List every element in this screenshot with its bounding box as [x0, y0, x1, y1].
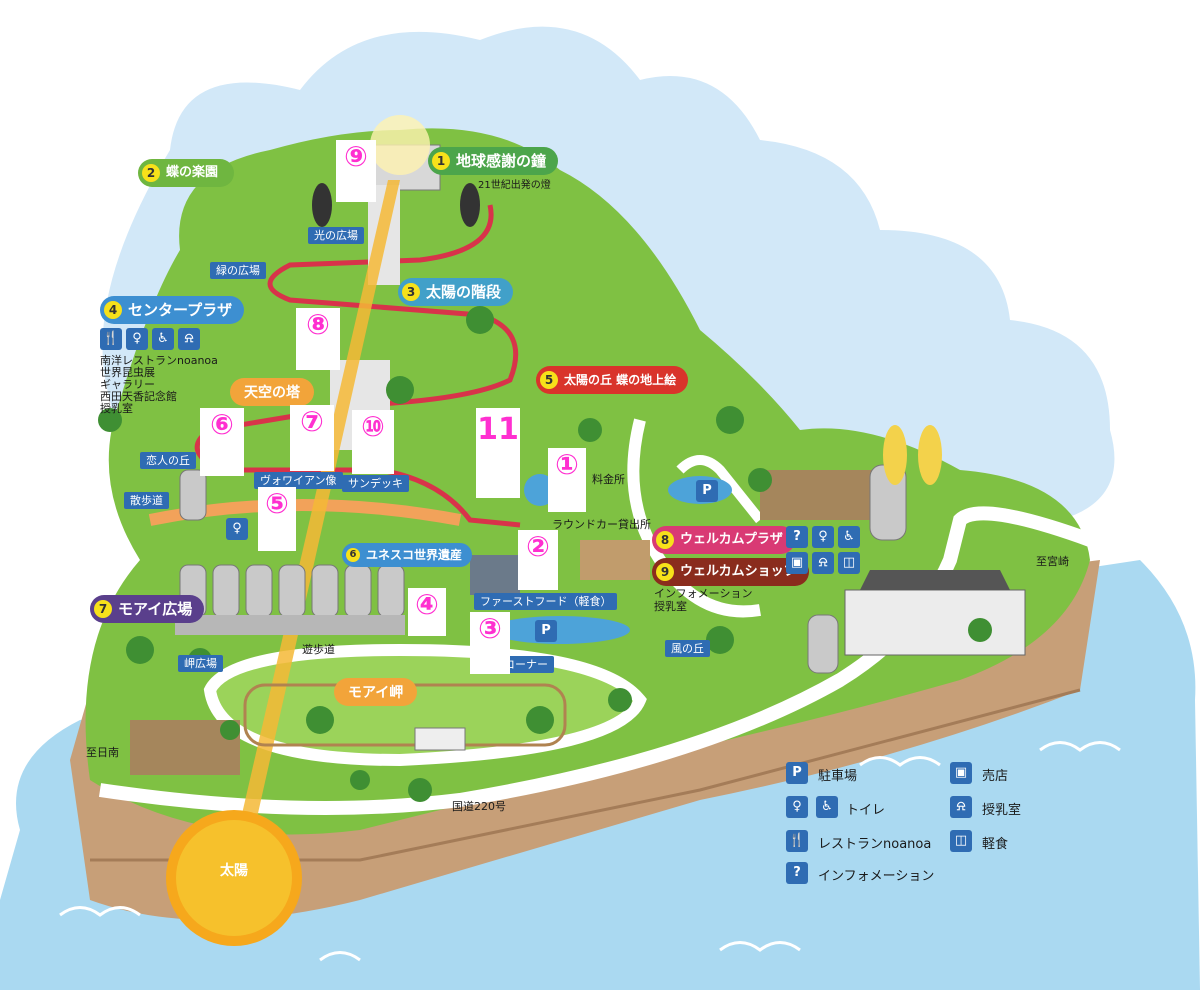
restaurant-icon: 🍴	[100, 328, 122, 350]
legend-toilet-label: トイレ	[846, 803, 886, 818]
route-220-label: 国道220号	[452, 800, 506, 813]
legend-snack-label: 軽食	[982, 837, 1009, 852]
sun-label: 太陽	[220, 863, 248, 879]
area-number: 9	[656, 563, 674, 581]
center-plaza-item: ギャラリー	[100, 378, 155, 391]
welcome-building	[844, 589, 1026, 656]
marker-box-2: ②	[518, 530, 558, 590]
area-name: ウェルカムショップ	[680, 564, 797, 579]
area-number: 2	[142, 164, 160, 182]
sun-ray	[236, 180, 400, 840]
roundcar-rental-label: ラウンドカー貸出所	[552, 518, 651, 531]
area-name: ウェルカムプラザ	[680, 532, 783, 547]
legend-nursing-label: 授乳室	[982, 803, 1022, 818]
marker-box-8: ⑧	[296, 308, 340, 370]
area-number: 8	[656, 531, 674, 549]
area-6-pill[interactable]: 6 ユネスコ世界遺産	[342, 543, 473, 567]
area-9-pill[interactable]: 9 ウェルカムショップ	[652, 558, 809, 586]
marker-box-10: ⑩	[352, 410, 394, 474]
nursing-icon: ⍾	[178, 328, 200, 350]
to-nichinan-label: 至日南	[86, 746, 119, 759]
sky-tower-label[interactable]: 天空の塔	[230, 378, 314, 406]
area-5-pill[interactable]: 5 太陽の丘 蝶の地上絵	[536, 366, 689, 394]
snack-icon: ◫	[838, 552, 860, 574]
marker-box-9: ⑨	[336, 140, 376, 202]
nursing-icon: ⍾	[950, 796, 972, 818]
area-number: 3	[402, 283, 420, 301]
light-plaza-tag[interactable]: 光の広場	[308, 227, 364, 244]
marker-box-11: 11	[476, 408, 520, 498]
toilet-icon: ♀	[126, 328, 148, 350]
marker-box-6: ⑥	[200, 408, 244, 476]
area-number: 1	[432, 152, 450, 170]
legend-information-label: インフォメーション	[818, 869, 935, 884]
area-number: 7	[94, 600, 112, 618]
parking-icon: P	[696, 480, 718, 502]
walkway-label: 遊歩道	[302, 643, 335, 656]
snack-icon: ◫	[950, 830, 972, 852]
legend-shop-label: 売店	[982, 769, 1009, 784]
marker-box-7: ⑦	[290, 405, 334, 471]
area-name: 蝶の楽園	[166, 165, 219, 180]
moai-cape-label[interactable]: モアイ岬	[334, 678, 418, 706]
ticket-booth-label: 料金所	[592, 473, 625, 486]
cape-plaza-tag[interactable]: 岬広場	[178, 655, 223, 672]
center-plaza-item: 南洋レストランnoanoa	[100, 354, 218, 367]
wooden-wall	[760, 470, 880, 520]
moai-row	[179, 564, 405, 618]
toilet-icon: ♀	[226, 518, 248, 540]
marker-box-3: ③	[470, 612, 510, 674]
sundeck-tag[interactable]: サンデッキ	[342, 475, 409, 492]
nursing-room-label: 授乳室	[654, 600, 687, 613]
main-road	[98, 506, 1093, 815]
area-4-pill[interactable]: 4 センタープラザ	[100, 296, 245, 324]
shop-icon: ▣	[950, 762, 972, 784]
wind-hill-tag[interactable]: 風の丘	[665, 640, 710, 657]
center-plaza-item: 西田天香記念館	[100, 390, 177, 403]
information-icon: ?	[786, 526, 808, 548]
voyager-statue-tag[interactable]: ヴォワイアン像	[254, 472, 343, 489]
legend-parking-label: 駐車場	[818, 769, 858, 784]
area-name: モアイ広場	[118, 600, 193, 618]
to-miyazaki-label: 至宮崎	[1036, 555, 1069, 568]
area-2-pill[interactable]: 2 蝶の楽園	[138, 159, 235, 187]
toilet-icon: ♀	[786, 796, 808, 818]
area-number: 6	[346, 548, 360, 562]
parking-icon: P	[786, 762, 808, 784]
area-7-pill[interactable]: 7 モアイ広場	[90, 595, 205, 623]
torch-label: 21世紀出発の燈	[478, 180, 551, 191]
parking-icon: P	[535, 620, 557, 642]
information-label: インフォメーション	[654, 587, 753, 600]
area-number: 4	[104, 301, 122, 319]
corner-tag[interactable]: コーナー	[498, 656, 554, 673]
marker-box-4: ④	[408, 588, 446, 636]
accessible-icon: ♿	[816, 796, 838, 818]
area-name: ユネスコ世界遺産	[366, 548, 463, 562]
area-name: センタープラザ	[128, 301, 233, 319]
accessible-icon: ♿	[152, 328, 174, 350]
shop-icon: ▣	[786, 552, 808, 574]
marker-box-5: ⑤	[258, 487, 296, 551]
toilet-icon: ♀	[812, 526, 834, 548]
restaurant-icon: 🍴	[786, 830, 808, 852]
area-1-pill[interactable]: 1 地球感謝の鐘	[428, 147, 559, 175]
fast-food-tag[interactable]: ファーストフード（軽食）	[474, 593, 618, 610]
accessible-icon: ♿	[838, 526, 860, 548]
green-plaza-tag[interactable]: 緑の広場	[210, 262, 266, 279]
information-icon: ?	[786, 862, 808, 884]
center-plaza-item: 世界昆虫展	[100, 366, 155, 379]
area-3-pill[interactable]: 3 太陽の階段	[398, 278, 514, 306]
center-plaza-item: 授乳室	[100, 402, 133, 415]
area-name: 太陽の階段	[426, 283, 502, 301]
area-number: 5	[540, 371, 558, 389]
promenade-tag[interactable]: 散歩道	[124, 492, 169, 509]
nursing-icon: ⍾	[812, 552, 834, 574]
lovers-hill-tag[interactable]: 恋人の丘	[140, 452, 196, 469]
marker-box-1: ①	[548, 448, 586, 512]
area-8-pill[interactable]: 8 ウェルカムプラザ	[652, 526, 795, 554]
area-name: 太陽の丘 蝶の地上絵	[564, 373, 677, 387]
area-name: 地球感謝の鐘	[456, 152, 547, 170]
legend-restaurant-label: レストランnoanoa	[818, 837, 932, 852]
